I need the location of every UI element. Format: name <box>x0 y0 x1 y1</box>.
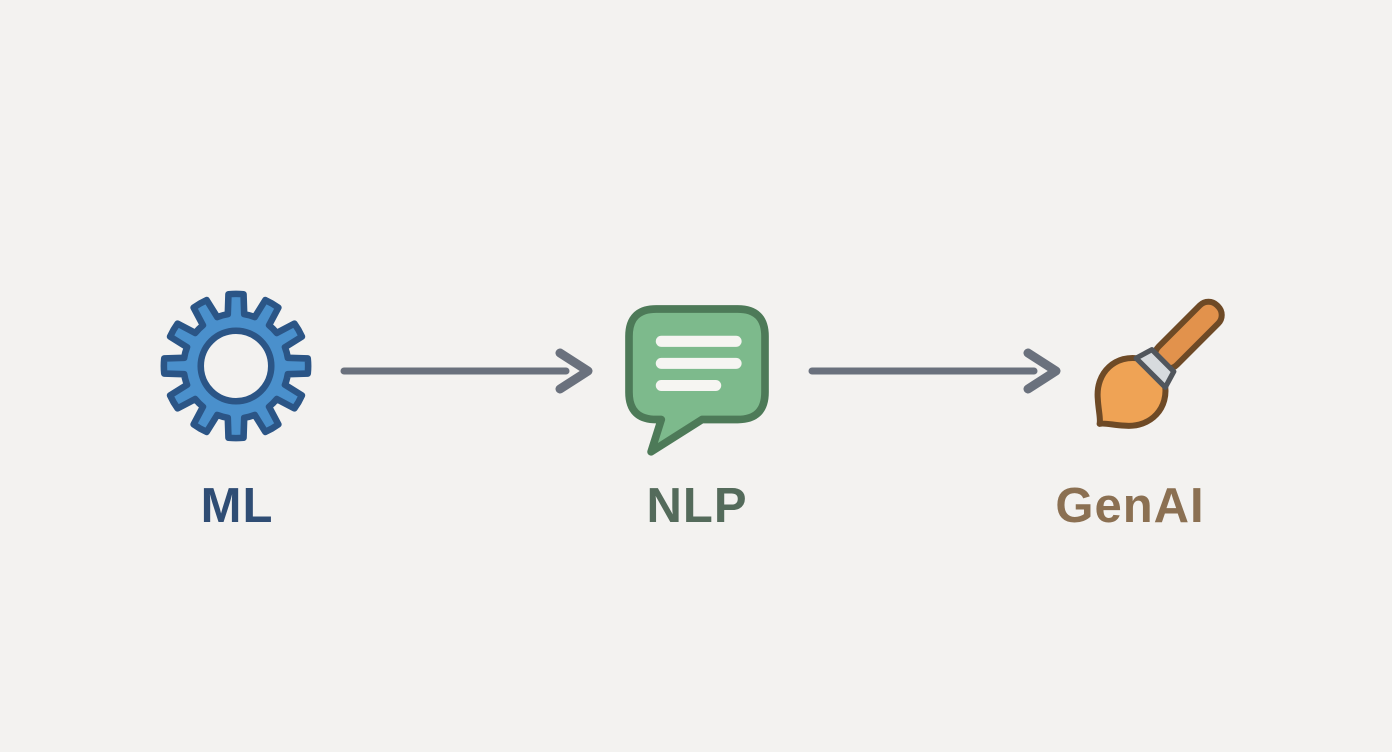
paintbrush-head <box>1094 354 1169 429</box>
node-label-nlp: NLP <box>646 479 748 533</box>
paintbrush-ferrule <box>1133 347 1177 390</box>
paintbrush-icon <box>1094 298 1225 429</box>
node-label-ml: ML <box>200 479 274 533</box>
arrow-nlp-to-genai-icon <box>808 348 1061 394</box>
gear-icon-hole <box>197 327 275 405</box>
gear-icon <box>160 290 312 442</box>
arrow-ml-to-nlp-icon <box>340 348 593 394</box>
chat-bubble-icon <box>625 305 769 456</box>
node-label-genai: GenAI <box>1055 479 1205 533</box>
